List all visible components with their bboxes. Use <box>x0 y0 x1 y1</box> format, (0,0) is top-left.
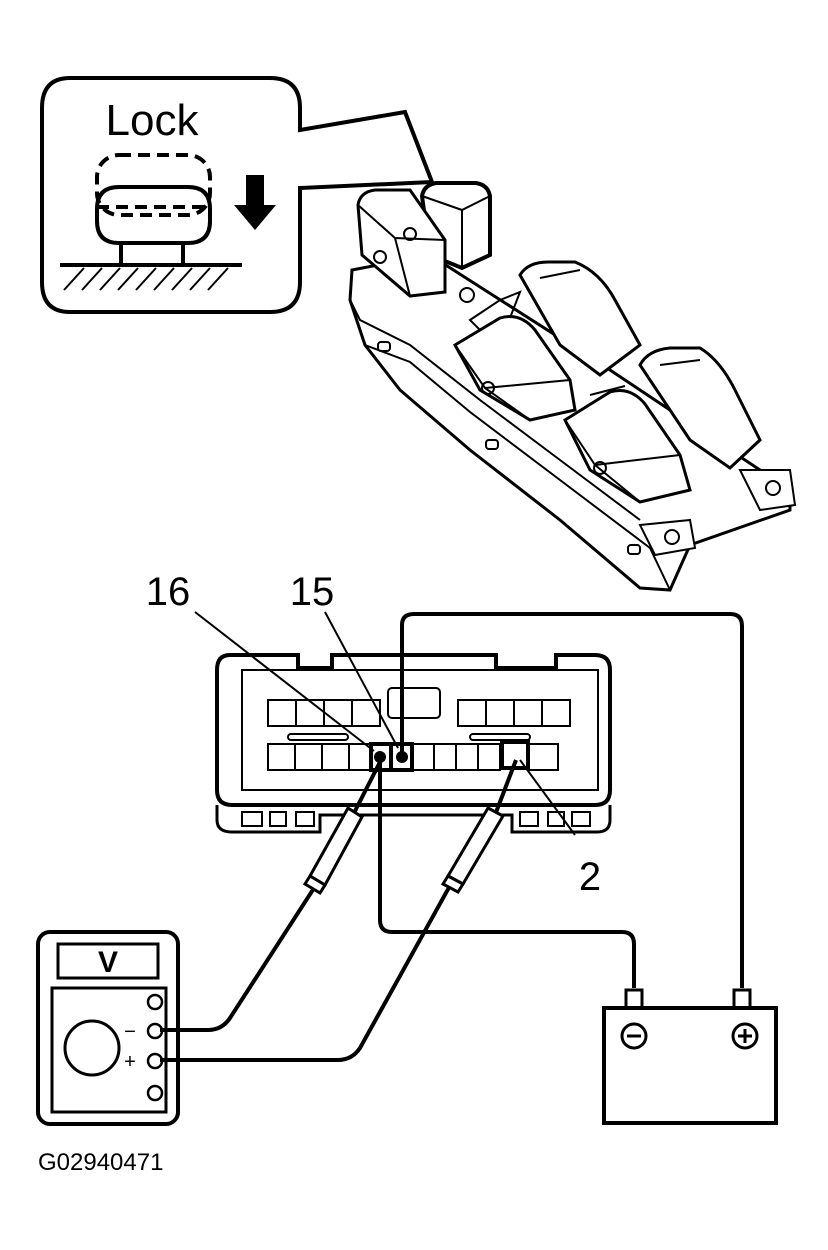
down-arrow-icon <box>234 175 276 230</box>
wire-16-to-battery-negative <box>378 757 636 988</box>
figure-code: G02940471 <box>38 1149 163 1176</box>
label-16: 16 <box>146 570 191 614</box>
battery-negative-icon <box>620 1022 648 1050</box>
meter-jack-4 <box>146 1084 164 1102</box>
switch-connector <box>215 653 612 834</box>
probe-2 <box>440 805 506 894</box>
locked-position-outline <box>95 185 212 245</box>
leader-15 <box>324 611 399 749</box>
meter-display <box>56 942 160 980</box>
meter-plus-sign: + <box>124 1051 136 1073</box>
label-15: 15 <box>290 570 335 614</box>
wiring <box>160 612 744 1062</box>
probe-tip-2 <box>493 759 518 816</box>
leader-2 <box>519 759 576 836</box>
meter-dial-icon <box>63 1019 121 1077</box>
lead-to-meter-negative <box>160 883 318 1032</box>
battery-negative-post <box>624 988 644 1010</box>
lock-inset: Lock <box>40 76 435 314</box>
voltmeter: V − + <box>36 930 180 1126</box>
battery <box>602 988 778 1125</box>
meter-display-text: V <box>98 946 118 979</box>
battery-positive-icon <box>731 1022 759 1050</box>
lead-to-meter-positive <box>160 881 454 1062</box>
meter-jack-1 <box>146 993 164 1011</box>
probe-tip-16 <box>351 761 382 816</box>
master-switch-illustration <box>348 181 797 592</box>
wire-15-to-battery-positive <box>400 612 744 988</box>
lock-label: Lock <box>106 96 200 145</box>
meter-minus-sign: − <box>124 1021 136 1043</box>
battery-positive-post <box>732 988 752 1010</box>
meter-jack-positive <box>146 1052 164 1070</box>
probe-16 <box>302 805 364 896</box>
leader-16 <box>194 611 375 752</box>
label-2: 2 <box>579 855 601 899</box>
meter-jack-negative <box>146 1022 164 1040</box>
